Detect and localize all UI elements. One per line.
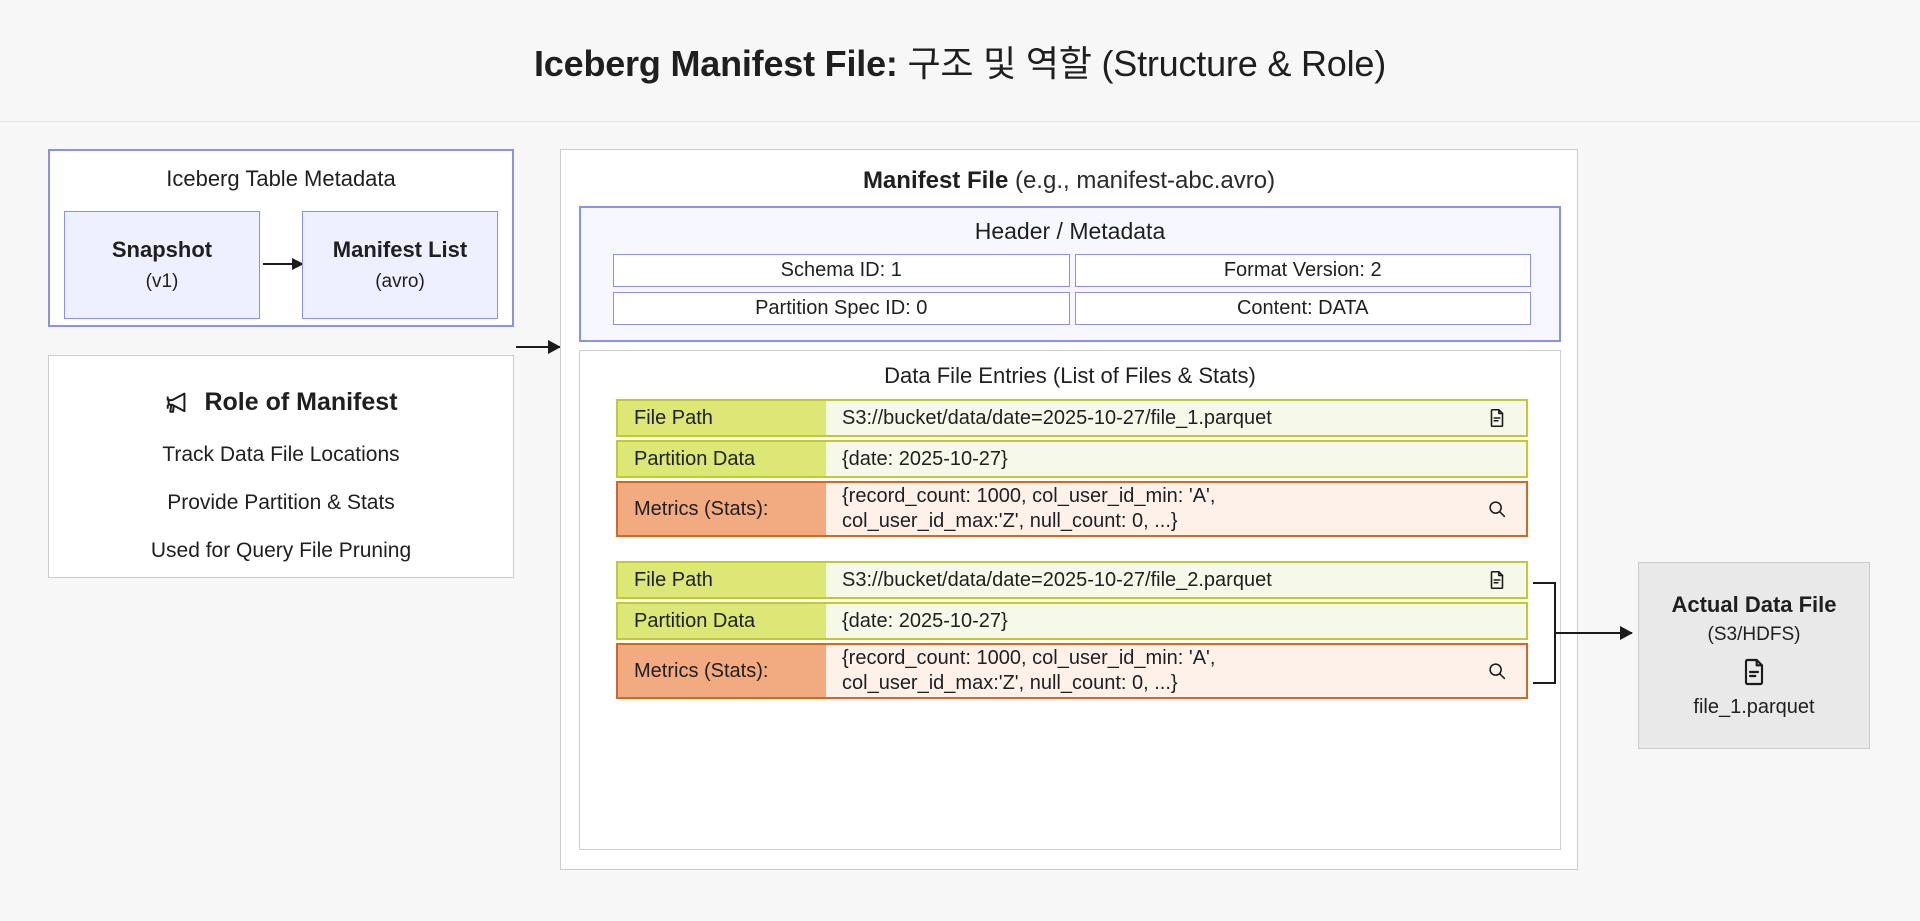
entry-row-metrics: Metrics (Stats): {record_count: 1000, co…: [616, 481, 1528, 537]
title-bar: Iceberg Manifest File: 구조 및 역할 (Structur…: [0, 0, 1920, 122]
entry-partition-value-cell: {date: 2025-10-27}: [826, 440, 1528, 478]
header-metadata-panel: Header / Metadata Schema ID: 1 Format Ve…: [579, 206, 1561, 342]
actual-data-file-subtitle: (S3/HDFS): [1707, 624, 1801, 645]
megaphone-icon: [164, 389, 192, 417]
entry-file-path-value-cell: S3://bucket/data/date=2025-10-27/file_2.…: [826, 561, 1528, 599]
entry-partition-label: Partition Data: [616, 602, 826, 640]
table-metadata-title: Iceberg Table Metadata: [166, 166, 396, 191]
entry-file-path-label: File Path: [616, 399, 826, 437]
entry-metrics-line2: col_user_id_max:'Z', null_count: 0, ...}: [842, 672, 1178, 694]
actual-data-file-name: file_1.parquet: [1693, 696, 1815, 718]
actual-data-file-card: Actual Data File (S3/HDFS) file_1.parque…: [1638, 562, 1870, 749]
entry-metrics-label: Metrics (Stats):: [616, 481, 826, 537]
node-snapshot[interactable]: Snapshot (v1): [64, 211, 260, 319]
header-cell-format-version: Format Version: 2: [1074, 254, 1531, 287]
header-cell-content: Content: DATA: [1074, 292, 1531, 325]
page-title-bold: Iceberg Manifest File:: [534, 42, 898, 84]
node-snapshot-name: Snapshot: [111, 237, 213, 262]
data-file-entry: File Path S3://bucket/data/date=2025-10-…: [616, 399, 1528, 537]
data-file-entries-panel: Data File Entries (List of Files & Stats…: [579, 350, 1561, 850]
header-cell-partition-spec-id: Partition Spec ID: 0: [613, 292, 1070, 325]
entry-metrics-value: {record_count: 1000, col_user_id_min: 'A…: [842, 484, 1484, 534]
manifest-file-title-rest: (e.g., manifest-abc.avro): [1008, 167, 1276, 194]
entry-file-path-value: S3://bucket/data/date=2025-10-27/file_1.…: [842, 406, 1272, 429]
data-file-entry: File Path S3://bucket/data/date=2025-10-…: [616, 561, 1528, 699]
node-snapshot-detail: (v1): [145, 271, 179, 292]
connector-bracket-bottom: [1533, 682, 1556, 684]
arrow-to-actual-data-file: [1554, 626, 1633, 640]
entry-partition-value: {date: 2025-10-27}: [842, 447, 1008, 470]
page-title: Iceberg Manifest File: 구조 및 역할 (Structur…: [534, 35, 1386, 87]
page-title-rest: 구조 및 역할 (Structure & Role): [897, 42, 1386, 84]
role-of-manifest-panel: Role of Manifest Track Data File Locatio…: [48, 355, 514, 578]
role-item-1: Provide Partition & Stats: [167, 491, 395, 514]
document-icon: [1738, 656, 1770, 688]
manifest-file-title-bold: Manifest File: [862, 167, 1009, 194]
node-manifest-list-detail: (avro): [375, 271, 425, 292]
header-cell-schema-id: Schema ID: 1: [613, 254, 1070, 287]
entry-metrics-value-cell: {record_count: 1000, col_user_id_min: 'A…: [826, 643, 1528, 699]
node-manifest-list-name: Manifest List: [332, 237, 468, 262]
magnifier-icon[interactable]: [1484, 498, 1510, 520]
node-manifest-list[interactable]: Manifest List (avro): [302, 211, 498, 319]
entry-row-partition-data: Partition Data {date: 2025-10-27}: [616, 440, 1528, 478]
entry-partition-value: {date: 2025-10-27}: [842, 609, 1008, 632]
header-metadata-title: Header / Metadata: [974, 218, 1166, 244]
role-item-0: Track Data File Locations: [162, 443, 400, 466]
entry-row-metrics: Metrics (Stats): {record_count: 1000, co…: [616, 643, 1528, 699]
role-heading-row: Role of Manifest: [49, 388, 513, 417]
manifest-file-panel: Manifest File (e.g., manifest-abc.avro) …: [560, 149, 1578, 870]
arrow-snapshot-to-manifest-list: [263, 258, 304, 270]
entry-file-path-label: File Path: [616, 561, 826, 599]
arrow-metadata-to-manifest-file: [516, 340, 561, 354]
header-metadata-grid: Schema ID: 1 Format Version: 2 Partition…: [613, 254, 1531, 325]
data-file-entries-title: Data File Entries (List of Files & Stats…: [884, 363, 1256, 388]
entry-row-file-path: File Path S3://bucket/data/date=2025-10-…: [616, 399, 1528, 437]
actual-data-file-title: Actual Data File: [1671, 592, 1837, 617]
role-item-2: Used for Query File Pruning: [150, 539, 412, 562]
entry-row-partition-data: Partition Data {date: 2025-10-27}: [616, 602, 1528, 640]
connector-bracket-top: [1533, 582, 1556, 584]
entry-file-path-value-cell: S3://bucket/data/date=2025-10-27/file_1.…: [826, 399, 1528, 437]
document-icon[interactable]: [1484, 569, 1510, 591]
magnifier-icon[interactable]: [1484, 660, 1510, 682]
entry-metrics-line1: {record_count: 1000, col_user_id_min: 'A…: [842, 485, 1216, 507]
entry-partition-label: Partition Data: [616, 440, 826, 478]
document-icon[interactable]: [1484, 407, 1510, 429]
iceberg-table-metadata-panel: Iceberg Table Metadata Snapshot (v1) Man…: [48, 149, 514, 327]
entry-row-file-path: File Path S3://bucket/data/date=2025-10-…: [616, 561, 1528, 599]
entry-file-path-value: S3://bucket/data/date=2025-10-27/file_2.…: [842, 568, 1272, 591]
role-heading: Role of Manifest: [204, 388, 398, 416]
manifest-file-title: Manifest File (e.g., manifest-abc.avro): [561, 167, 1577, 195]
entry-metrics-value-cell: {record_count: 1000, col_user_id_min: 'A…: [826, 481, 1528, 537]
entry-partition-value-cell: {date: 2025-10-27}: [826, 602, 1528, 640]
entry-metrics-label: Metrics (Stats):: [616, 643, 826, 699]
entry-metrics-value: {record_count: 1000, col_user_id_min: 'A…: [842, 646, 1484, 696]
entry-metrics-line2: col_user_id_max:'Z', null_count: 0, ...}: [842, 510, 1178, 532]
entry-metrics-line1: {record_count: 1000, col_user_id_min: 'A…: [842, 647, 1216, 669]
diagram-stage: Iceberg Table Metadata Snapshot (v1) Man…: [0, 122, 1920, 921]
